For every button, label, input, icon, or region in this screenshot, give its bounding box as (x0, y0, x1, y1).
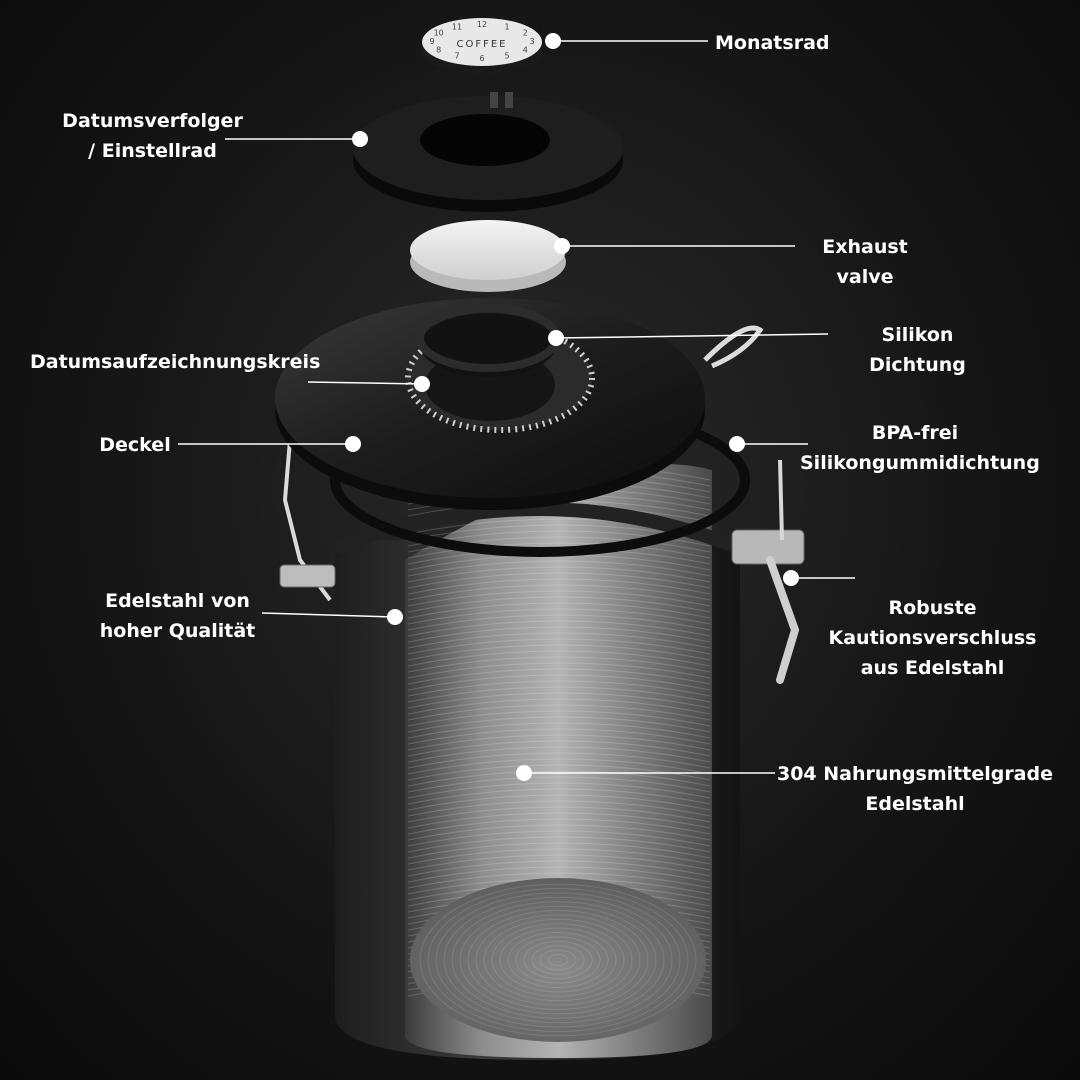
month-number: 1 (504, 22, 509, 31)
month-wheel-label: COFFEE (457, 39, 508, 50)
leader-dot (414, 376, 430, 392)
callout-nahrungsmittelgrade: 304 Nahrungsmittelgrade Edelstahl (776, 763, 1053, 815)
callout-edelstahl-hohe-qualitaet: Edelstahl von hoher Qualität (99, 590, 256, 642)
month-number: 8 (436, 46, 441, 55)
date-tracker-wheel (353, 92, 623, 212)
callout-silikon-dichtung: Silikon Dichtung (869, 324, 966, 376)
leader-dot (548, 330, 564, 346)
month-number: 7 (454, 52, 459, 61)
month-number: 4 (523, 46, 528, 55)
leader-dot (387, 609, 403, 625)
canister-body (332, 464, 743, 1060)
callout-exhaust-valve: Exhaust valve (822, 236, 908, 288)
leader-line (307, 381, 423, 385)
leader-dot (545, 33, 561, 49)
leader-dot (554, 238, 570, 254)
callout-kautionsverschluss: Robuste Kautionsverschluss aus Edelstahl (828, 597, 1037, 679)
leader-dot (516, 765, 532, 781)
month-number: 11 (452, 22, 462, 31)
month-number: 10 (434, 29, 444, 38)
leader-dot (352, 131, 368, 147)
callout-deckel: Deckel (99, 434, 171, 456)
exhaust-valve-disc (410, 220, 566, 292)
silicone-seal (416, 304, 560, 377)
month-number: 12 (477, 20, 487, 29)
callout-datumsverfolger: Datumsverfolger / Einstellrad (62, 110, 243, 162)
month-number: 9 (429, 37, 434, 46)
leader-lines (178, 33, 855, 781)
month-number: 3 (529, 37, 534, 46)
month-number: 6 (479, 54, 484, 63)
callout-datumsaufzeichnungskreis: Datumsaufzeichnungskreis (30, 351, 321, 373)
leader-dot (729, 436, 745, 452)
callout-bpa-frei: BPA-frei Silikongummidichtung (800, 422, 1040, 474)
leader-line (555, 333, 829, 339)
leader-dot (783, 570, 799, 586)
leader-dot (345, 436, 361, 452)
leader-line (261, 612, 396, 618)
month-number: 5 (504, 52, 509, 61)
month-number: 2 (523, 29, 528, 38)
callout-monatsrad: Monatsrad (715, 32, 830, 54)
